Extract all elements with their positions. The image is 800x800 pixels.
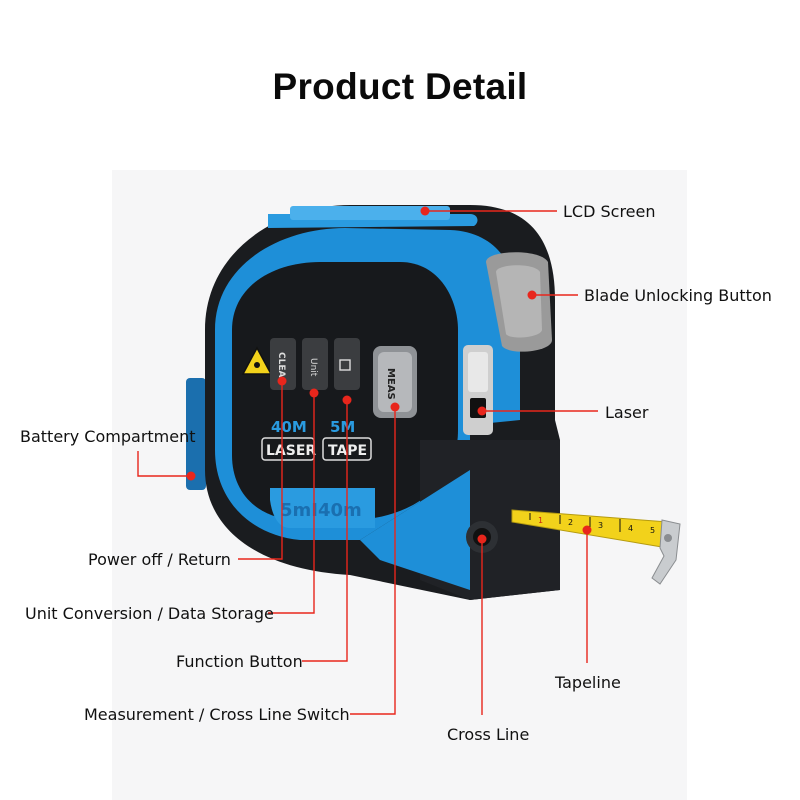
callout-tapeline: Tapeline (555, 673, 621, 692)
dot-cross-line (477, 534, 487, 544)
tape-scale-1: 1 (538, 516, 543, 525)
laser-lens (468, 352, 488, 392)
tape-scale-3: 3 (598, 521, 603, 530)
laser-warning-dot (254, 362, 260, 368)
unit-button-label: Unit (308, 358, 318, 377)
tape-scale-2: 2 (568, 518, 573, 527)
clear-button-label: CLEAR (276, 352, 286, 384)
dot-function-button (342, 395, 352, 405)
tape-measure-device: CLEAR Unit MEAS 40M LASER 5M TAPE 5mI40m… (186, 205, 681, 600)
dot-measurement-switch (390, 402, 400, 412)
laser-warning-icon (241, 346, 273, 375)
leader-battery-compartment (137, 451, 191, 477)
callout-function-button: Function Button (176, 652, 303, 671)
meas-button-face (378, 352, 412, 412)
laser-mode-label: LASER (266, 443, 316, 459)
dot-blade-unlocking-button (527, 290, 537, 300)
callout-lcd-screen: LCD Screen (563, 202, 656, 221)
page-title: Product Detail (272, 66, 528, 107)
function-icon (339, 359, 351, 371)
leader-measurement-cross-line-switch (350, 407, 396, 715)
range-strip-label: 5mI40m (280, 500, 362, 521)
callout-battery-compartment: Battery Compartment (20, 427, 196, 446)
clear-button (270, 338, 296, 390)
tape-scale-4: 4 (628, 524, 633, 533)
dot-tapeline (582, 525, 592, 535)
callout-dots (186, 206, 592, 544)
callout-laser: Laser (605, 403, 649, 422)
callout-power-off-return: Power off / Return (88, 550, 231, 569)
unit-button (302, 338, 328, 390)
dot-laser (477, 406, 487, 416)
meas-button-label: MEAS (385, 368, 396, 400)
function-button (334, 338, 360, 390)
callout-blade-unlocking-button: Blade Unlocking Button (584, 286, 772, 305)
tape-range-label: 5M (330, 418, 355, 436)
battery-compartment-edge (186, 378, 206, 490)
dot-unit-conversion (309, 388, 319, 398)
range-strip (270, 488, 375, 528)
dot-power-off-return (277, 376, 287, 386)
callout-cross-line: Cross Line (447, 725, 530, 744)
dot-lcd-screen (420, 206, 430, 216)
callout-unit-conversion-data-storage: Unit Conversion / Data Storage (25, 604, 274, 623)
tape-scale-5: 5 (650, 526, 655, 535)
control-face (232, 262, 458, 520)
leader-power-off-return (238, 381, 283, 560)
laser-range-label: 40M (271, 418, 307, 436)
callout-measurement-cross-line-switch: Measurement / Cross Line Switch (84, 705, 350, 724)
lower-blue-panel (360, 470, 470, 590)
leader-unit-conversion-data-storage (268, 393, 315, 614)
leader-function-button (302, 400, 348, 662)
tape-hook (651, 519, 681, 585)
callout-lines (137, 210, 598, 715)
dot-battery-compartment (186, 471, 196, 481)
blade-unlocking-button-face (496, 265, 542, 338)
lcd-screen-glass (290, 206, 450, 220)
